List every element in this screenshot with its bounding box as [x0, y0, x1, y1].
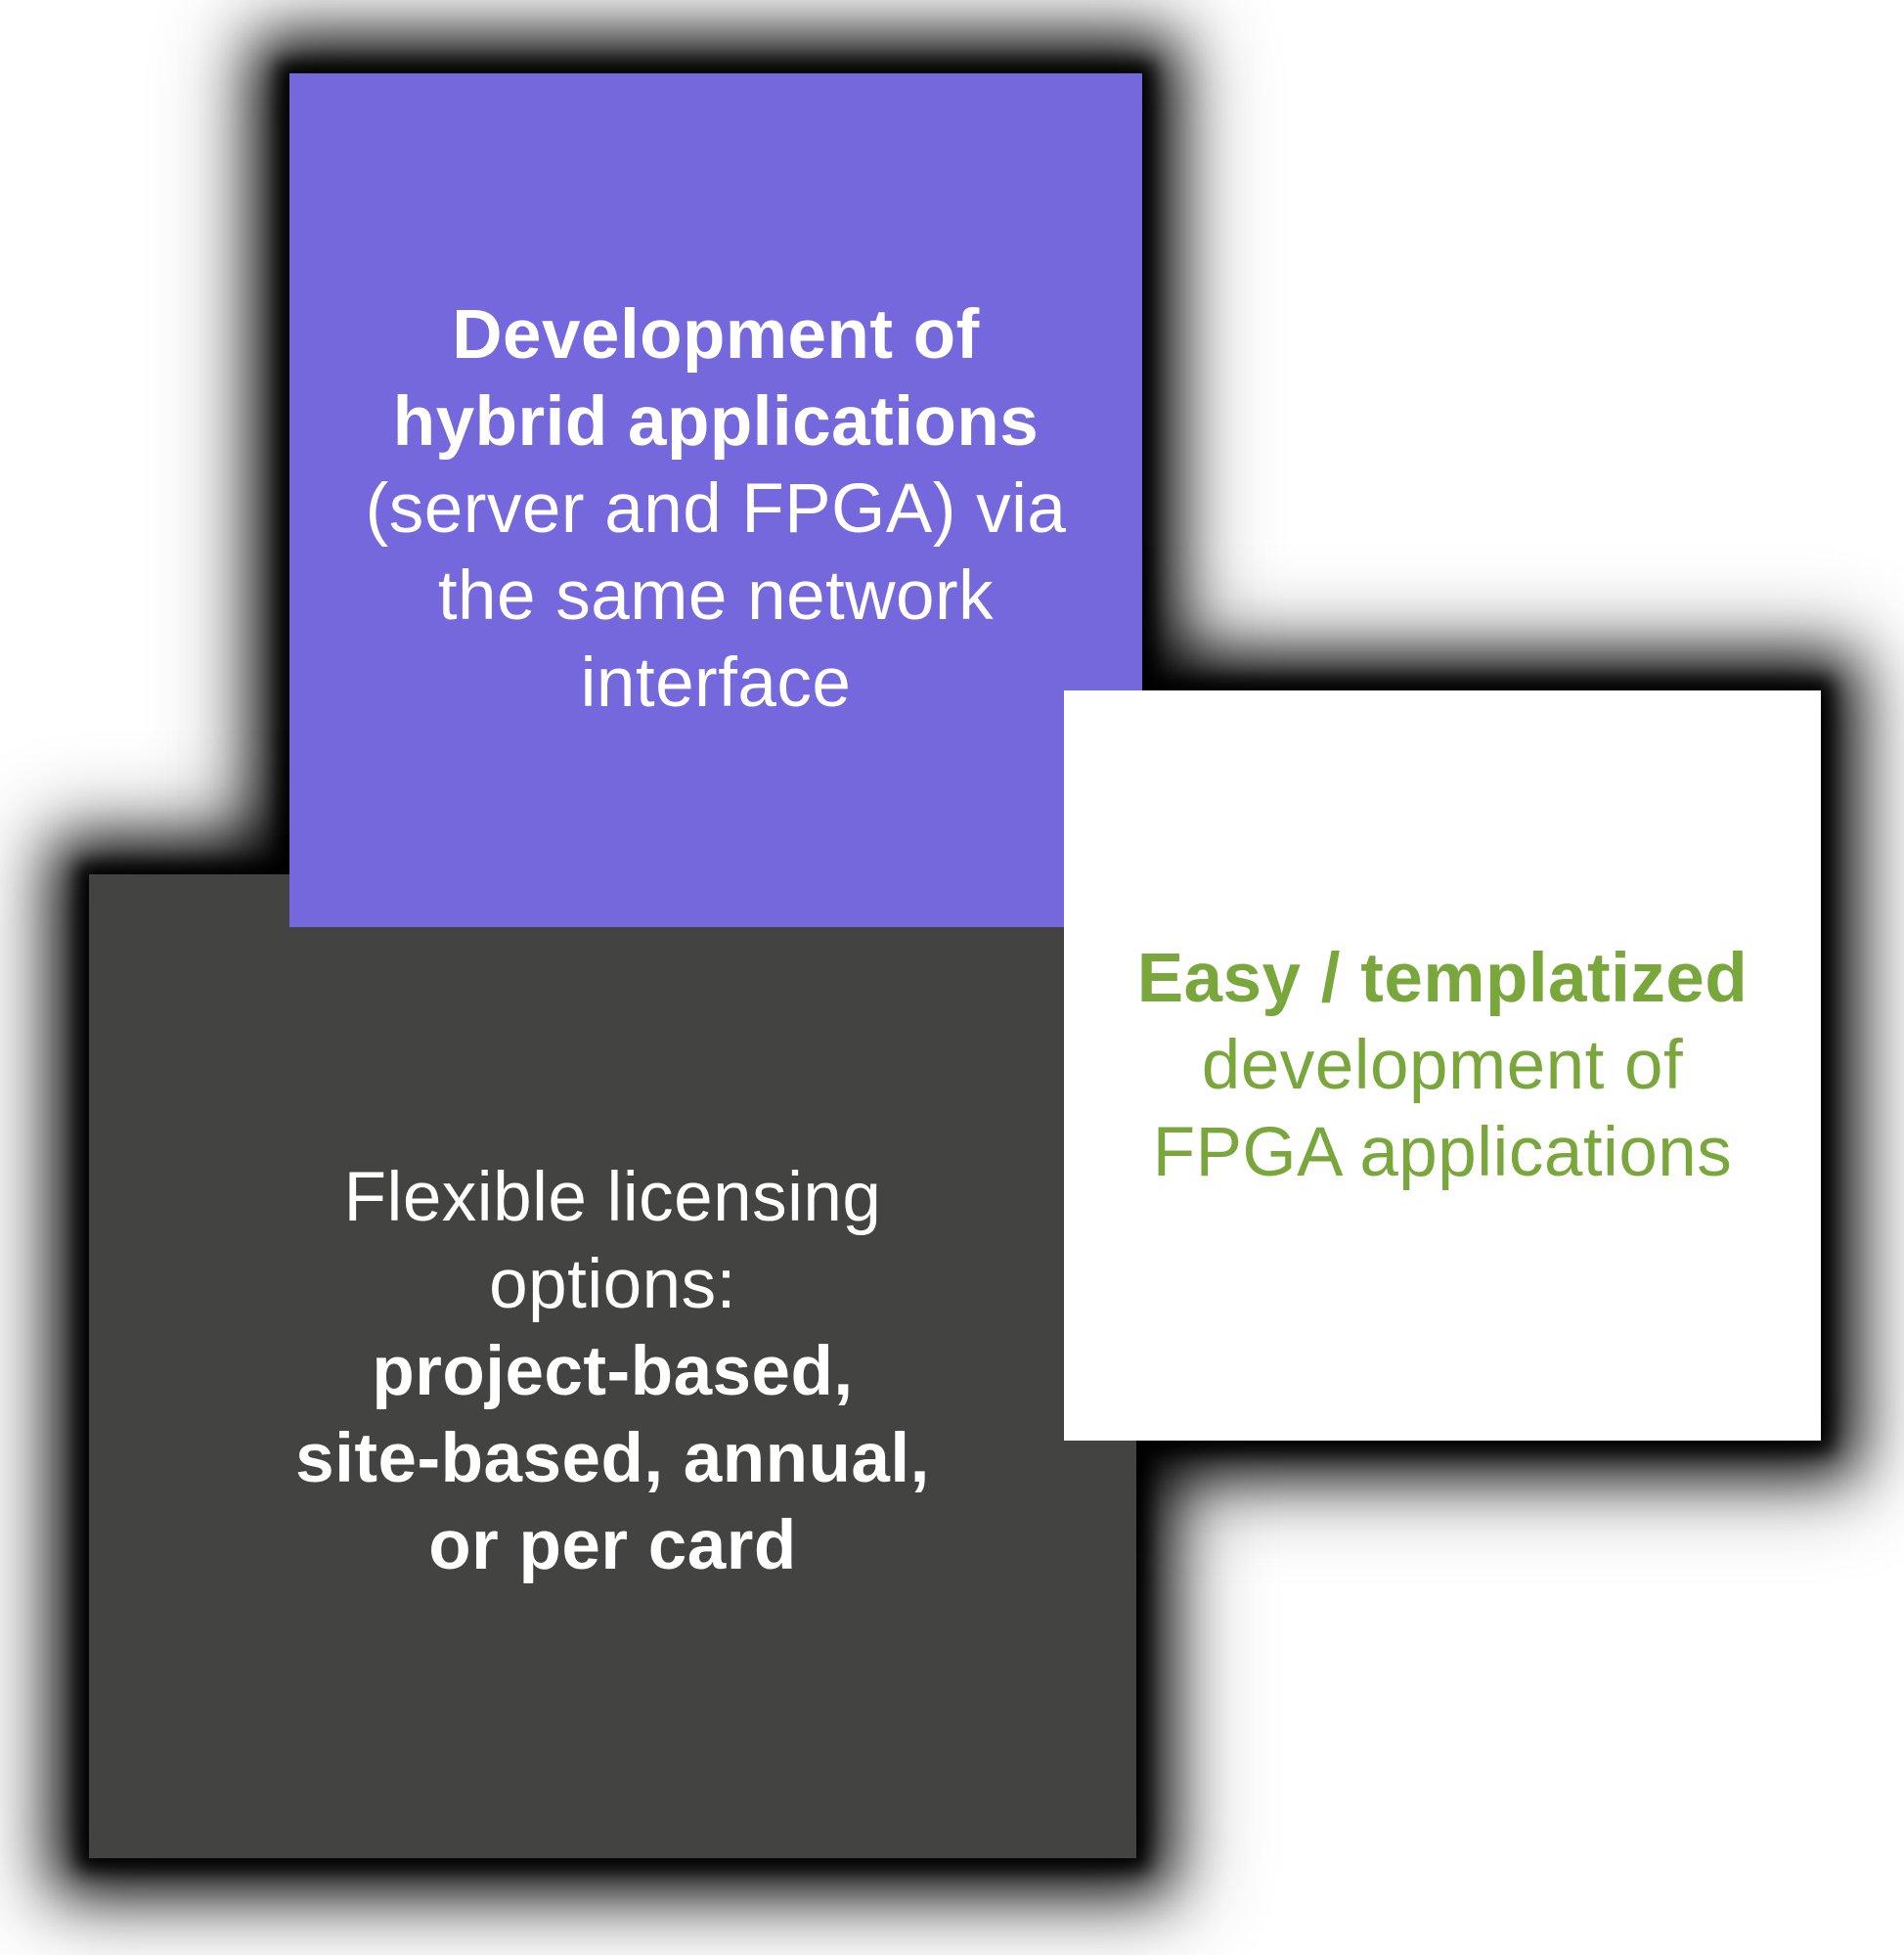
text-line: Flexible licensing: [343, 1158, 882, 1236]
flexible-licensing-card: Flexible licensing options: project-base…: [89, 874, 1136, 1858]
templatized-development-card: Easy / templatized development of FPGA a…: [1064, 690, 1821, 1441]
hybrid-development-text: Development of hybrid applications (serv…: [289, 274, 1142, 727]
text-line: interface: [580, 644, 852, 722]
text-line: or per card: [428, 1506, 797, 1584]
text-line: the same network: [437, 557, 995, 635]
text-line: development of: [1201, 1027, 1684, 1104]
text-line: site-based, annual,: [295, 1419, 930, 1497]
templatized-development-text: Easy / templatized development of FPGA a…: [1064, 935, 1821, 1196]
text-line: project-based,: [372, 1332, 854, 1410]
text-line: options:: [489, 1245, 736, 1323]
text-line: hybrid applications: [392, 383, 1040, 461]
text-line: FPGA applications: [1152, 1114, 1733, 1191]
flexible-licensing-text: Flexible licensing options: project-base…: [89, 1144, 1136, 1589]
text-line: Easy / templatized: [1136, 940, 1749, 1017]
text-line: (server and FPGA) via: [365, 470, 1067, 548]
text-line: Development of: [452, 296, 980, 374]
hybrid-development-card: Development of hybrid applications (serv…: [289, 73, 1142, 927]
